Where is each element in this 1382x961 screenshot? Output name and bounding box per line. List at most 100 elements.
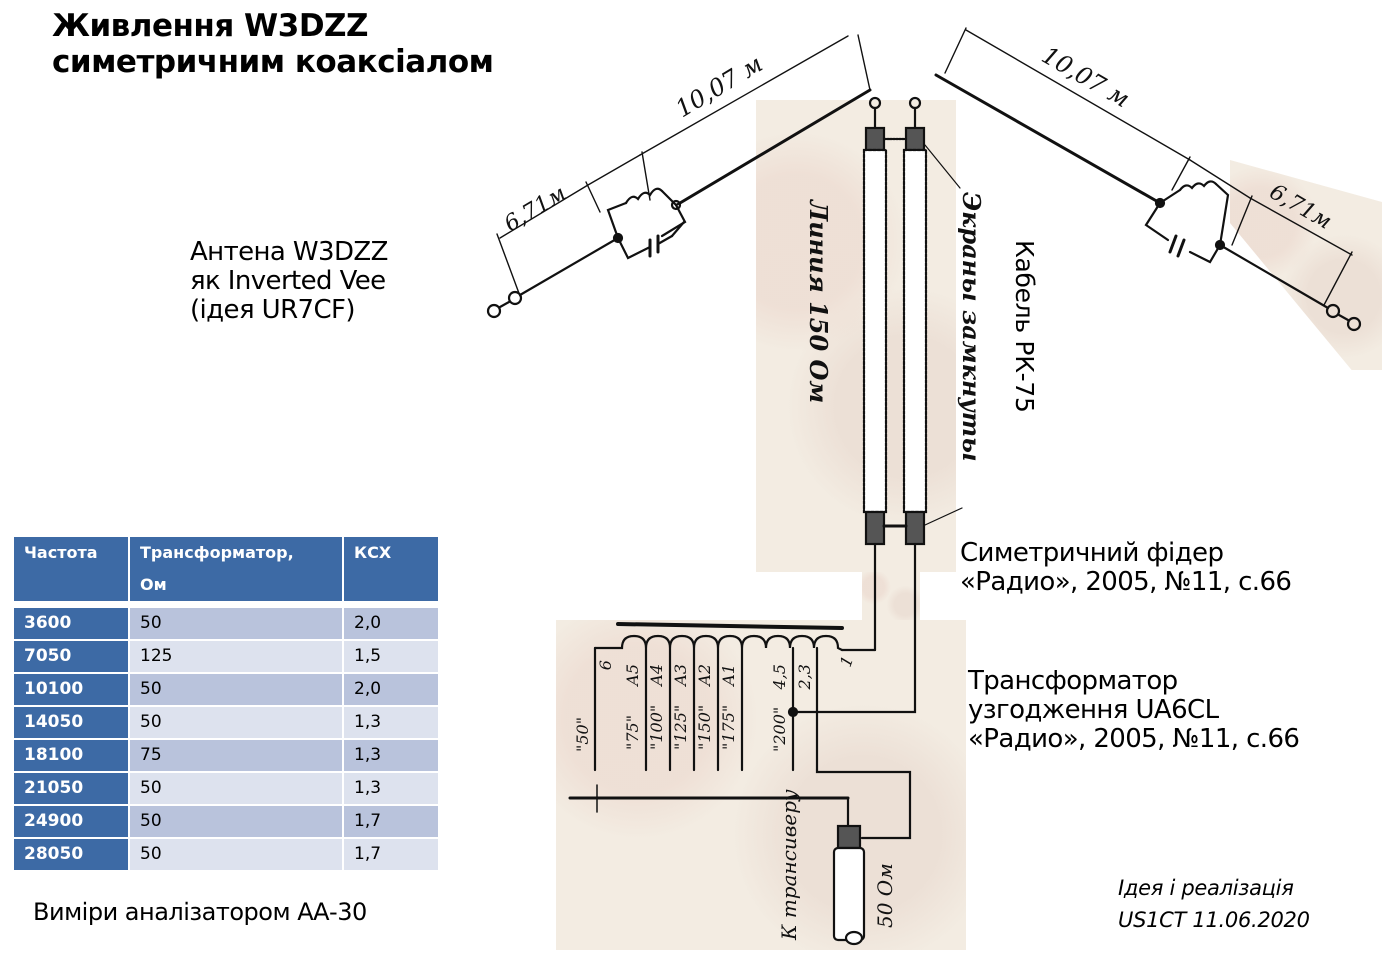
cable-caption: Кабель РК-75 — [1010, 240, 1050, 430]
impedance-label-50-main: "50" — [573, 717, 592, 752]
table-spacer — [14, 603, 438, 606]
tap-label-a5: A5 — [623, 664, 642, 688]
tap-label-a2: A2 — [695, 664, 714, 688]
left-antenna-arm — [486, 34, 872, 319]
cell-frequency: 7050 — [14, 641, 128, 672]
impedance-label-125: "125" — [671, 705, 690, 750]
paper-scan-feeder-link — [862, 572, 920, 622]
right-trap-node-2 — [1214, 239, 1226, 251]
cell-frequency: 28050 — [14, 839, 128, 870]
title-line-2: симетричним коаксіалом — [52, 44, 494, 80]
paper-scan-transformer — [556, 620, 966, 950]
cell-frequency: 10100 — [14, 674, 128, 705]
cell-transformer: 75 — [130, 740, 342, 771]
impedance-label-150: "150" — [695, 705, 714, 750]
header-swr: КСХ — [344, 537, 438, 601]
table-row: 14050 50 1,3 — [14, 707, 438, 738]
table-row: 24900 50 1,7 — [14, 806, 438, 837]
tap-label-a3: A3 — [671, 664, 690, 688]
table-row: 7050 125 1,5 — [14, 641, 438, 672]
tap-label-a4: A4 — [647, 664, 666, 688]
cell-transformer: 125 — [130, 641, 342, 672]
cell-swr: 1,7 — [344, 806, 438, 837]
cell-swr: 1,3 — [344, 740, 438, 771]
table-row: 28050 50 1,7 — [14, 839, 438, 870]
right-end-insulator-2 — [1346, 316, 1362, 332]
page-title: Живлення W3DZZ симетричним коаксіалом — [52, 8, 494, 80]
cell-swr: 1,5 — [344, 641, 438, 672]
measurement-note: Виміри аналізатором АА-30 — [33, 898, 367, 926]
to-transceiver-label: К трансиверу — [777, 789, 801, 941]
feeder-caption: Симетричний фідер «Радио», 2005, №11, с.… — [960, 538, 1292, 597]
coax-50-ohm-label: 50 Ом — [873, 863, 897, 928]
cell-transformer: 50 — [130, 707, 342, 738]
cell-swr: 1,3 — [344, 773, 438, 804]
tap-label-4-5: 4,5 — [770, 664, 789, 690]
author-credit: Ідея і реалізація US1CT 11.06.2020 — [1118, 872, 1310, 936]
cell-swr: 1,3 — [344, 707, 438, 738]
header-frequency: Частота — [14, 537, 128, 601]
coax-cable-right — [902, 148, 928, 514]
coax-50-cable — [832, 846, 866, 942]
left-short-length-label: 6,71м — [500, 181, 571, 237]
table-header-row: Частота Трансформатор, Ом КСХ — [14, 537, 438, 601]
left-end-insulator — [507, 290, 523, 306]
header-transformer-line-1: Трансформатор, — [140, 543, 294, 562]
right-long-length-label: 10,07 м — [1037, 41, 1134, 113]
header-transformer-line-2: Ом — [140, 575, 167, 594]
header-transformer: Трансформатор, Ом — [130, 537, 342, 601]
antenna-caption-line-1: Антена W3DZZ — [190, 237, 388, 267]
cell-swr: 1,7 — [344, 839, 438, 870]
transformer-caption-line-2: узгодження UA6CL — [968, 695, 1219, 725]
tap-label-2-3: 2,3 — [795, 664, 814, 690]
transformer-caption-line-1: Трансформатор — [968, 666, 1178, 696]
tap-label-a1: A1 — [719, 664, 738, 688]
transformer-caption-line-3: «Радио», 2005, №11, с.66 — [968, 724, 1300, 754]
impedance-label-75: "75" — [623, 715, 642, 750]
title-line-1: Живлення W3DZZ — [52, 8, 369, 44]
shields-shorted-label: Экраны замкнуты — [957, 192, 986, 462]
feed-insulator-right — [908, 96, 922, 110]
cell-swr: 2,0 — [344, 608, 438, 639]
cell-frequency: 24900 — [14, 806, 128, 837]
transformer-caption: Трансформатор узгодження UA6CL «Радио», … — [968, 666, 1300, 754]
measurement-table: Частота Трансформатор, Ом КСХ 3600 50 2,… — [12, 535, 440, 872]
cell-frequency: 21050 — [14, 773, 128, 804]
shield-braid-bottom-right — [904, 510, 926, 546]
coax-50-braid — [836, 824, 862, 850]
cell-transformer: 50 — [130, 806, 342, 837]
impedance-label-200: "200" — [770, 707, 789, 752]
transformer-winding — [593, 634, 844, 652]
feeder-caption-line-2: «Радио», 2005, №11, с.66 — [960, 567, 1292, 597]
antenna-caption: Антена W3DZZ як Inverted Vee (ідея UR7CF… — [190, 238, 388, 325]
feeder-caption-line-1: Симетричний фідер — [960, 538, 1224, 568]
left-dimension-lines — [496, 34, 871, 297]
cell-transformer: 50 — [130, 773, 342, 804]
transformer-tap-node — [787, 706, 799, 718]
table-row: 3600 50 2,0 — [14, 608, 438, 639]
left-trap-node-2 — [670, 199, 682, 211]
feed-insulator-left — [868, 96, 882, 110]
symmetric-feeder — [791, 96, 963, 714]
matching-transformer — [568, 622, 912, 946]
tap-label-6: 6 — [596, 660, 615, 670]
table-row: 21050 50 1,3 — [14, 773, 438, 804]
cell-swr: 2,0 — [344, 674, 438, 705]
cell-transformer: 50 — [130, 608, 342, 639]
cell-frequency: 18100 — [14, 740, 128, 771]
line-impedance-label: Линия 150 Ом — [804, 198, 833, 403]
cell-frequency: 14050 — [14, 707, 128, 738]
right-dimension-lines — [944, 27, 1353, 306]
right-antenna-arm — [934, 27, 1362, 332]
author-line-1: Ідея і реалізація — [1118, 876, 1294, 900]
shield-braid-bottom-left — [864, 510, 886, 546]
transformer-core — [616, 622, 844, 630]
paper-scan-transformer-cutout — [556, 575, 861, 620]
left-trap-node — [612, 232, 624, 244]
coax-cable-left — [862, 148, 888, 514]
antenna-caption-line-3: (ідея UR7CF) — [190, 295, 356, 325]
left-long-length-label: 10,07 м — [671, 50, 768, 124]
impedance-label-175: "175" — [719, 705, 738, 750]
author-line-2: US1CT 11.06.2020 — [1118, 908, 1310, 932]
